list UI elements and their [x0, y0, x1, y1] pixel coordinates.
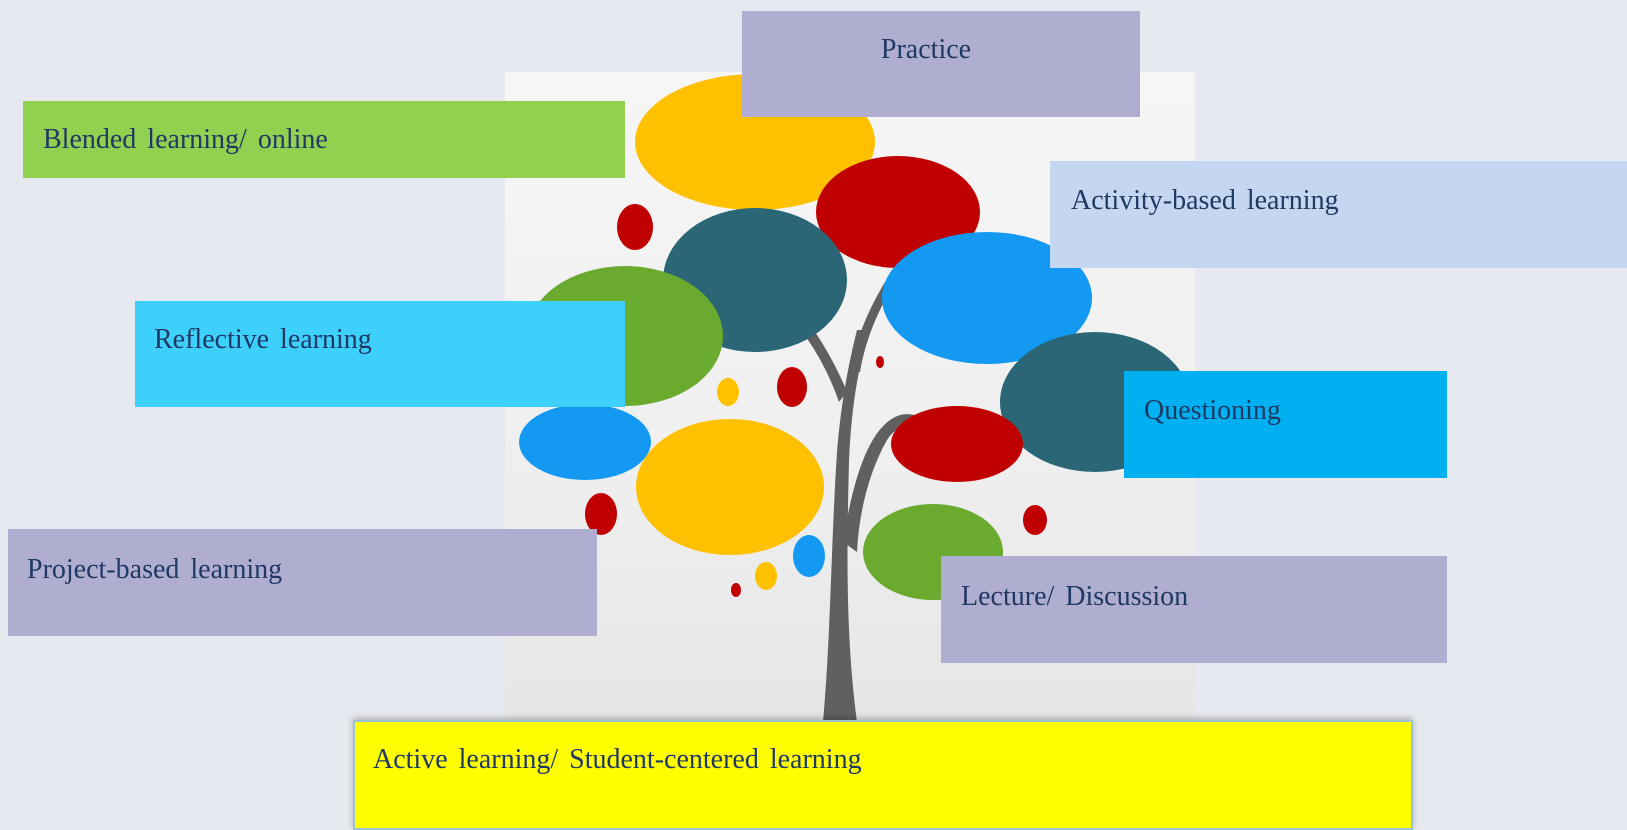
tree-branch-left — [785, 306, 847, 402]
label-project-based-learning: Project-based learning — [8, 529, 597, 636]
label-questioning: Questioning — [1124, 371, 1447, 478]
leaf-blue-left — [519, 404, 651, 480]
dot-red-1 — [617, 204, 653, 250]
label-active-learning-text: Active learning/ Student-centered learni… — [373, 744, 862, 775]
tree-branch-right-upper — [850, 282, 893, 372]
label-reflective-learning: Reflective learning — [135, 301, 625, 407]
label-blended-learning-text: Blended learning/ online — [43, 124, 328, 155]
label-questioning-text: Questioning — [1144, 395, 1281, 426]
dot-red-6 — [1023, 505, 1047, 535]
dot-red-4 — [585, 493, 617, 535]
dot-red-2 — [777, 367, 807, 407]
label-active-learning: Active learning/ Student-centered learni… — [353, 720, 1413, 830]
leaf-yellow-bottom — [636, 419, 824, 555]
tree-branch-right — [843, 414, 923, 552]
label-lecture-discussion-text: Lecture/ Discussion — [961, 581, 1189, 612]
label-practice: Practice — [742, 11, 1140, 117]
dot-yellow-1 — [717, 378, 739, 406]
label-project-based-learning-text: Project-based learning — [27, 554, 283, 585]
dot-blue-1 — [793, 535, 825, 577]
leaf-blue-right — [882, 232, 1092, 364]
leaf-red-right — [891, 406, 1023, 482]
label-activity-based-learning-text: Activity-based learning — [1071, 185, 1339, 216]
dot-red-3 — [876, 356, 884, 368]
label-activity-based-learning: Activity-based learning — [1050, 161, 1627, 268]
label-practice-text: Practice — [880, 34, 972, 65]
label-reflective-learning-text: Reflective learning — [154, 324, 372, 355]
label-blended-learning: Blended learning/ online — [23, 101, 625, 178]
dot-red-5 — [731, 583, 741, 597]
dot-yellow-2 — [755, 562, 777, 590]
label-lecture-discussion: Lecture/ Discussion — [941, 556, 1447, 663]
